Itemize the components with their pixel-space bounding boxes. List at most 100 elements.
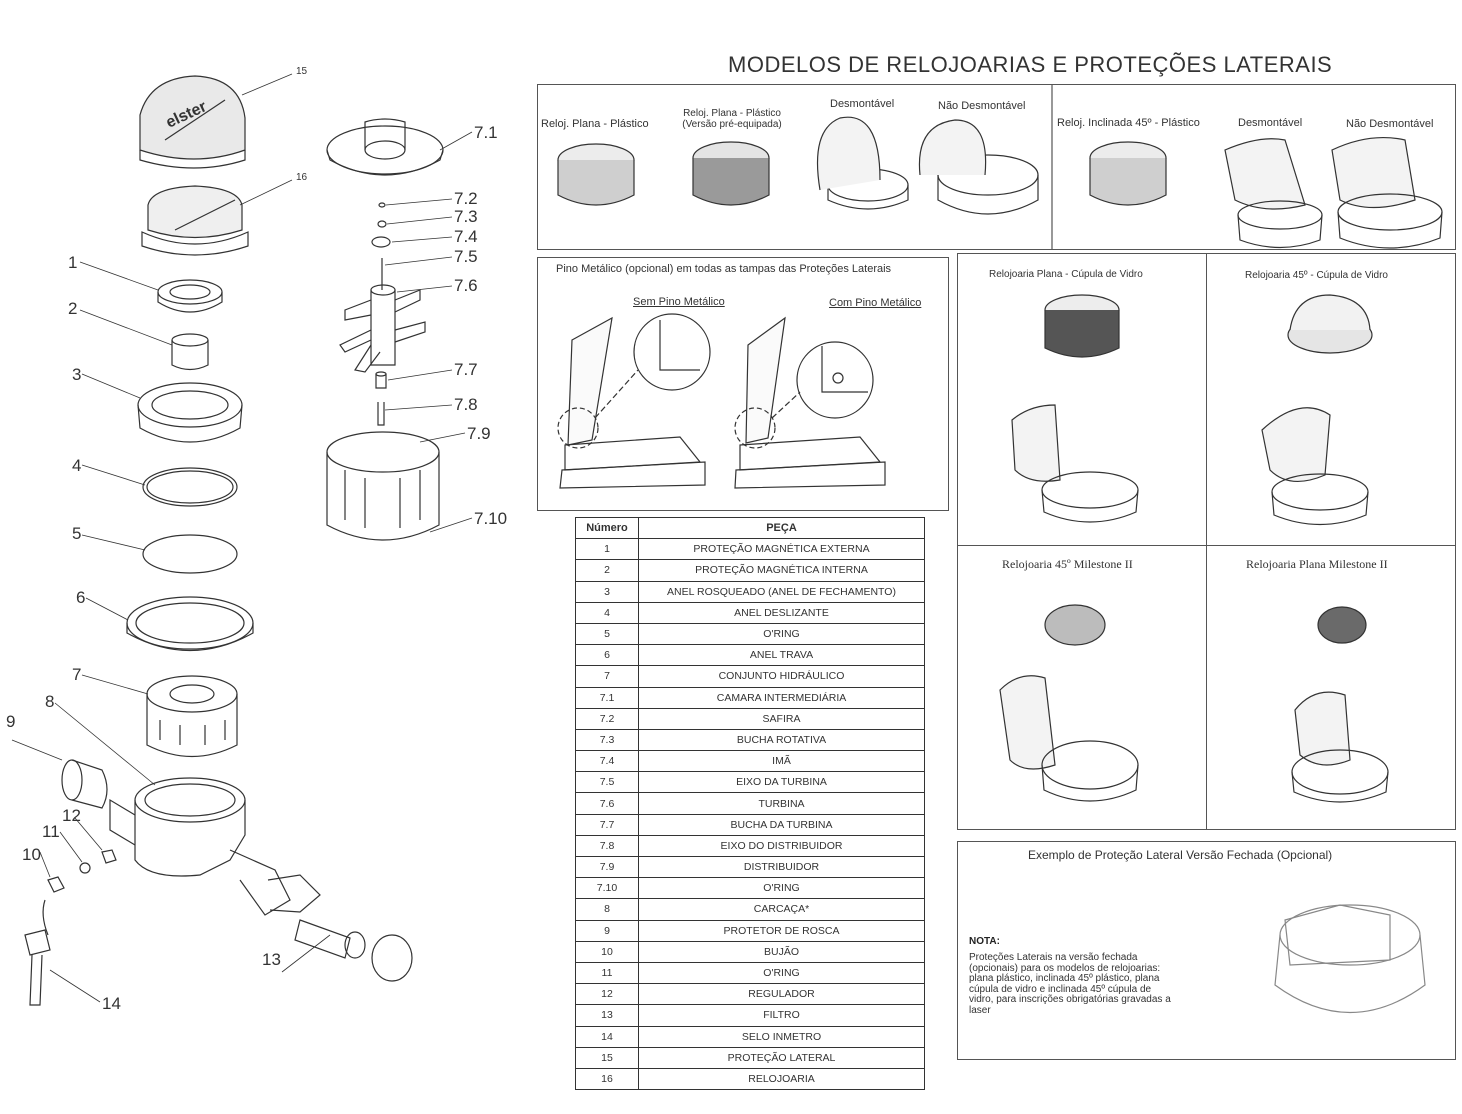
model-flat-preequipped: [692, 141, 770, 206]
part-number-cell: 7.2: [575, 707, 639, 730]
part-number-cell: 1: [575, 538, 639, 561]
part-name-cell: O'RING: [638, 622, 925, 646]
callout-7-8: 7.8: [454, 395, 478, 414]
label-without-pin: Sem Pino Metálico: [633, 296, 725, 308]
closed-panel-title: Exemplo de Proteção Lateral Versão Fecha…: [1028, 848, 1333, 862]
callout-3: 3: [72, 365, 82, 384]
part-name-cell: PROTEÇÃO MAGNÉTICA EXTERNA: [638, 538, 925, 561]
part-2-sleeve: [171, 333, 209, 371]
part-name-cell: REGULADOR: [638, 983, 925, 1006]
part-name-cell: RELOJOARIA: [638, 1067, 925, 1091]
part-number-cell: 9: [575, 919, 639, 942]
horizontal-divider: [957, 545, 1456, 546]
part-number-cell: 2: [575, 559, 639, 582]
part-number-cell: 15: [575, 1046, 639, 1069]
glass-inclined-cover-open: [1261, 407, 1369, 526]
part-name-cell: TURBINA: [638, 792, 925, 815]
part-16-register: [141, 185, 249, 256]
label-removable-1: Desmontável: [830, 98, 895, 110]
part-3-threaded-ring: [137, 382, 243, 443]
label-flat-preequipped: Reloj. Plana - Plástico (Versão pré-equi…: [682, 108, 782, 130]
part-name-cell: CONJUNTO HIDRÁULICO: [638, 665, 925, 688]
part-number-cell: 7.1: [575, 686, 639, 709]
part-name-cell: ANEL TRAVA: [638, 644, 925, 667]
callout-14: 14: [102, 994, 121, 1013]
pin-panel-title: Pino Metálico (opcional) em todas as tam…: [556, 263, 892, 275]
closed-version-panel: [957, 841, 1456, 1060]
part-number-cell: 7.5: [575, 771, 639, 794]
part-name-cell: ANEL ROSQUEADO (ANEL DE FECHAMENTO): [638, 580, 925, 603]
part-name-cell: BUCHA DA TURBINA: [638, 813, 925, 836]
part-number-cell: 10: [575, 940, 639, 963]
part-name-cell: PROTETOR DE ROSCA: [638, 919, 925, 942]
part-5-oring: [142, 534, 238, 574]
callout-7-5: 7.5: [454, 247, 478, 266]
parts-10-11-12-small: [47, 849, 117, 893]
part-number-cell: 8: [575, 898, 639, 921]
part-4-sliding-ring: [142, 467, 238, 507]
callout-10: 10: [22, 845, 41, 864]
part-name-cell: DISTRIBUIDOR: [638, 855, 925, 879]
callout-11: 11: [42, 822, 60, 841]
part-number-cell: 16: [575, 1067, 639, 1091]
callout-1: 1: [68, 253, 78, 272]
part-number-cell: 7: [575, 665, 639, 688]
callout-12: 12: [62, 806, 81, 825]
part-number-cell: 4: [575, 601, 639, 624]
header-number: Número: [575, 516, 639, 540]
part-7-9-distributor: [326, 431, 440, 541]
part-number-cell: 7.9: [575, 855, 639, 879]
callout-7-2: 7.2: [454, 189, 478, 208]
part-number-cell: 14: [575, 1025, 639, 1048]
note-text: Proteções Laterais na versão fechada (op…: [969, 952, 1171, 1016]
part-name-cell: O'RING: [638, 877, 925, 900]
part-name-cell: FILTRO: [638, 1004, 925, 1027]
part-name-cell: SELO INMETRO: [638, 1025, 925, 1048]
callout-2: 2: [68, 299, 78, 318]
label-with-pin: Com Pino Metálico: [829, 297, 922, 309]
label-glass-inclined: Relojoaria 45º - Cúpula de Vidro: [1245, 270, 1388, 281]
callout-7-4: 7.4: [454, 227, 478, 246]
part-name-cell: EIXO DA TURBINA: [638, 771, 925, 794]
callout-15: 15: [296, 66, 308, 77]
part-7-1-chamber: [326, 118, 444, 176]
part-name-cell: ANEL DESLIZANTE: [638, 601, 925, 624]
part-13-filter: [294, 919, 413, 982]
callout-7-3: 7.3: [454, 207, 478, 226]
pin-diagram-without: [557, 313, 711, 489]
callout-5: 5: [72, 524, 82, 543]
part-number-cell: 7.4: [575, 750, 639, 773]
label-milestone-flat: Relojoaria Plana Milestone II: [1246, 557, 1388, 571]
label-glass-flat: Relojoaria Plana - Cúpula de Vidro: [989, 269, 1143, 280]
part-name-cell: O'RING: [638, 961, 925, 985]
glass-inclined-register: [1287, 294, 1373, 354]
part-7-6-turbine: [339, 284, 426, 373]
callout-7: 7: [72, 665, 82, 684]
label-flat-plastic: Reloj. Plana - Plástico: [541, 118, 649, 130]
parts-7-7-7-8: [375, 371, 387, 426]
part-number-cell: 7.10: [575, 877, 639, 900]
callout-7-10: 7.10: [474, 509, 508, 528]
milestone-flat-cover-open: [1291, 691, 1389, 803]
closed-side-protection: [1274, 904, 1426, 1014]
model-flat-plastic: [557, 143, 635, 206]
